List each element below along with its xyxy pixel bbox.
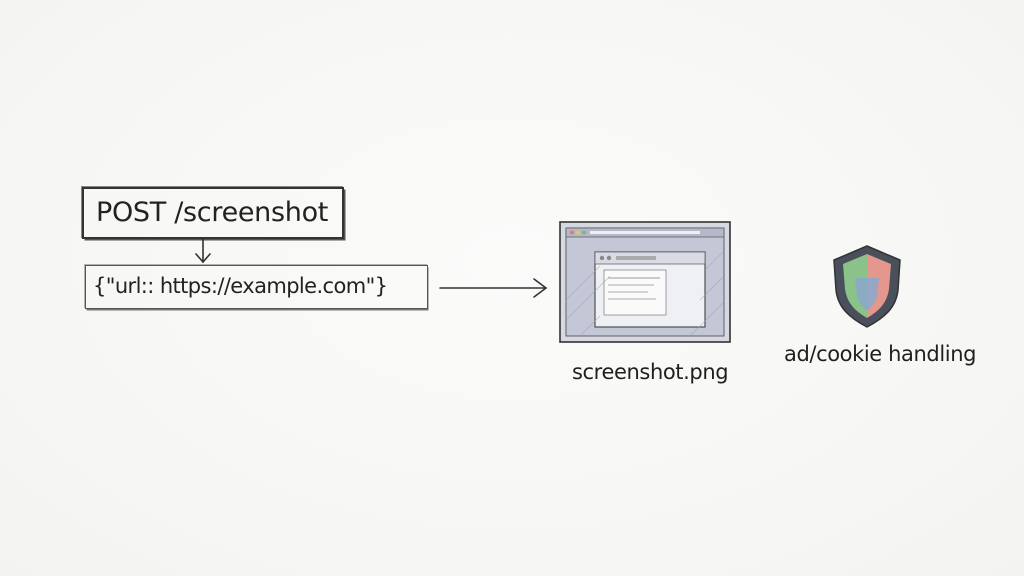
request-box: POST /screenshot (82, 187, 344, 239)
output-label: screenshot.png (572, 360, 729, 384)
feature-label: ad/cookie handling (784, 342, 977, 366)
browser-window-icon (559, 221, 731, 343)
payload-label: {"url:: https://example.com"} (93, 274, 388, 298)
arrow-down-icon (195, 238, 211, 264)
shield-icon (833, 245, 901, 328)
arrow-right-icon (439, 278, 548, 298)
payload-box: {"url:: https://example.com"} (85, 265, 428, 309)
request-label: POST /screenshot (96, 197, 329, 228)
